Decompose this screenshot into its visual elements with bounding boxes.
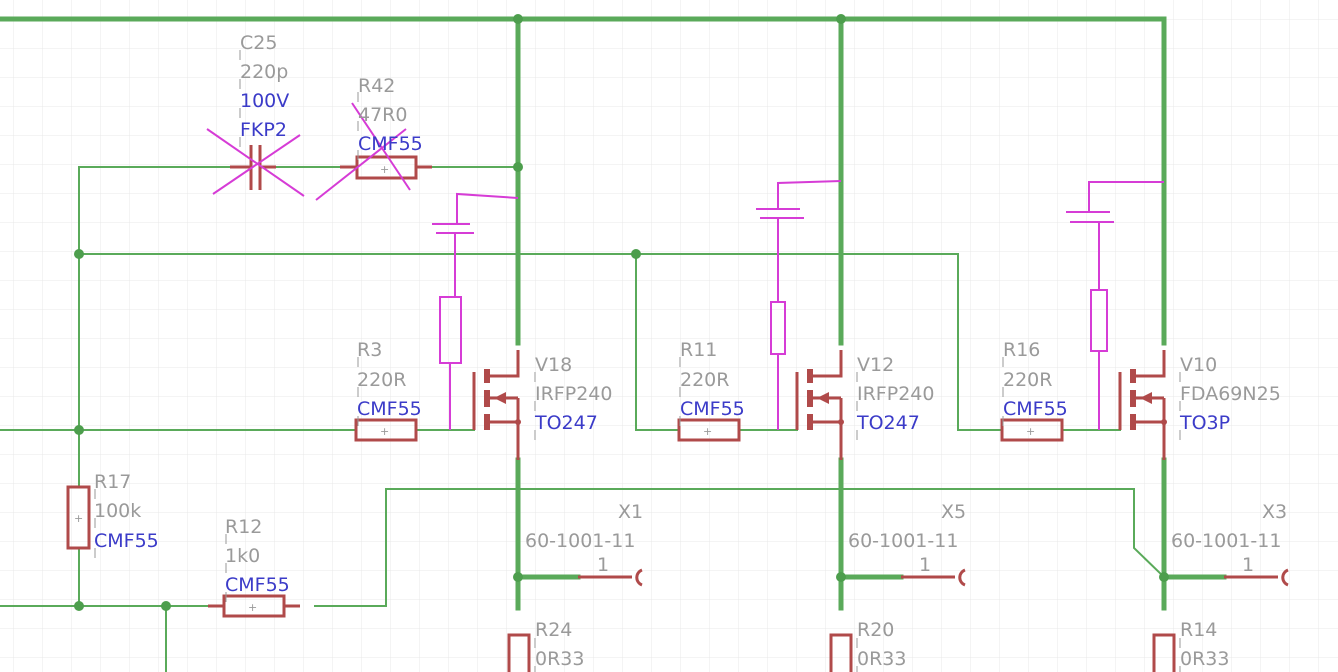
r14-name: R14 — [1180, 619, 1217, 641]
r17-package: CMF55 — [94, 530, 159, 552]
resistor-r14[interactable] — [1152, 633, 1176, 672]
svg-text:+: + — [380, 163, 389, 176]
r16-package: CMF55 — [1003, 398, 1068, 420]
airwire-v10[interactable] — [1088, 181, 1164, 212]
v18-package: TO247 — [534, 412, 598, 434]
junction-dot — [631, 249, 641, 259]
r42-package: CMF55 — [358, 133, 423, 155]
svg-text:+: + — [380, 425, 389, 438]
v12-name: V12 — [857, 354, 894, 376]
x1-name: X1 — [618, 501, 643, 523]
connector-x3[interactable] — [1224, 568, 1289, 587]
airwires — [432, 180, 1164, 430]
r17-value: 100k — [94, 500, 141, 522]
v12-value: IRFP240 — [857, 383, 934, 405]
r3-name: R3 — [357, 339, 382, 361]
resistor-r3[interactable]: + — [354, 418, 418, 442]
svg-text:+: + — [248, 601, 257, 614]
x5-value: 60-1001-11 — [848, 530, 958, 552]
x5-name: X5 — [941, 501, 966, 523]
v12-package: TO247 — [856, 412, 920, 434]
r16-value: 220R — [1003, 369, 1052, 391]
junction-dot — [74, 249, 84, 259]
x1-value: 60-1001-11 — [525, 530, 635, 552]
r24-name: R24 — [535, 619, 572, 641]
junction-dot — [513, 14, 523, 24]
r20-value: 0R33 — [857, 648, 906, 670]
junction-dot — [836, 14, 846, 24]
r12-name: R12 — [225, 516, 262, 538]
c25-voltage: 100V — [240, 90, 289, 112]
connector-x1[interactable] — [578, 568, 643, 587]
resistor-r24[interactable] — [507, 633, 531, 672]
v18-value: IRFP240 — [535, 383, 612, 405]
r16-name: R16 — [1003, 339, 1040, 361]
nets — [0, 14, 1227, 672]
junction-dot — [1159, 572, 1169, 582]
v10-package: TO3P — [1179, 412, 1230, 434]
x3-name: X3 — [1262, 501, 1287, 523]
resistor-r16[interactable]: + — [1000, 418, 1064, 442]
resistor-r20[interactable] — [829, 633, 853, 672]
airwire-v12[interactable] — [777, 180, 842, 209]
r11-value: 220R — [680, 369, 729, 391]
x1-pin: 1 — [597, 554, 609, 576]
v10-value: FDA69N25 — [1180, 383, 1281, 405]
junction-dot — [836, 572, 846, 582]
r12-value: 1k0 — [225, 545, 260, 567]
feedback-net[interactable] — [314, 488, 1166, 607]
junction-dot — [513, 572, 523, 582]
r11-package: CMF55 — [680, 398, 745, 420]
v18-name: V18 — [535, 354, 572, 376]
label-origin-ticks — [94, 50, 1181, 672]
capacitor-c25[interactable] — [206, 128, 305, 197]
r42-value: 47R0 — [358, 104, 407, 126]
gate-drive-tap-v12[interactable] — [635, 253, 680, 431]
c25-package: FKP2 — [240, 119, 287, 141]
junction-dot — [74, 601, 84, 611]
junction-dot — [74, 425, 84, 435]
r3-value: 220R — [357, 369, 406, 391]
resistor-r42[interactable]: + — [315, 102, 432, 201]
svg-text:+: + — [703, 425, 712, 438]
c25-name: C25 — [240, 32, 277, 54]
junction-dot — [161, 601, 171, 611]
r14-value: 0R33 — [1180, 648, 1229, 670]
r24-value: 0R33 — [535, 648, 584, 670]
v10-name: V10 — [1180, 354, 1217, 376]
resistor-r17[interactable]: + — [66, 485, 91, 550]
r17-name: R17 — [94, 471, 131, 493]
r20-name: R20 — [857, 619, 894, 641]
svg-text:+: + — [1026, 425, 1035, 438]
mosfet-v12[interactable] — [795, 350, 844, 460]
mosfet-v18[interactable] — [472, 350, 521, 460]
x3-pin: 1 — [1242, 554, 1254, 576]
connector-x5[interactable] — [901, 568, 966, 587]
r11-name: R11 — [680, 339, 717, 361]
gate-drive-bus[interactable] — [78, 253, 1003, 431]
svg-text:+: + — [74, 512, 83, 525]
resistor-r11[interactable]: + — [677, 418, 741, 442]
snubber-net[interactable] — [78, 166, 231, 431]
r42-name: R42 — [358, 75, 395, 97]
r3-package: CMF55 — [357, 398, 422, 420]
x5-pin: 1 — [919, 554, 931, 576]
c25-value: 220p — [240, 61, 288, 83]
resistor-r12[interactable]: + — [208, 594, 300, 618]
junction-dot — [513, 162, 523, 172]
x3-value: 60-1001-11 — [1171, 530, 1281, 552]
airwire-v18[interactable] — [456, 192, 519, 224]
mosfet-v10[interactable] — [1118, 350, 1167, 460]
r12-package: CMF55 — [225, 574, 290, 596]
